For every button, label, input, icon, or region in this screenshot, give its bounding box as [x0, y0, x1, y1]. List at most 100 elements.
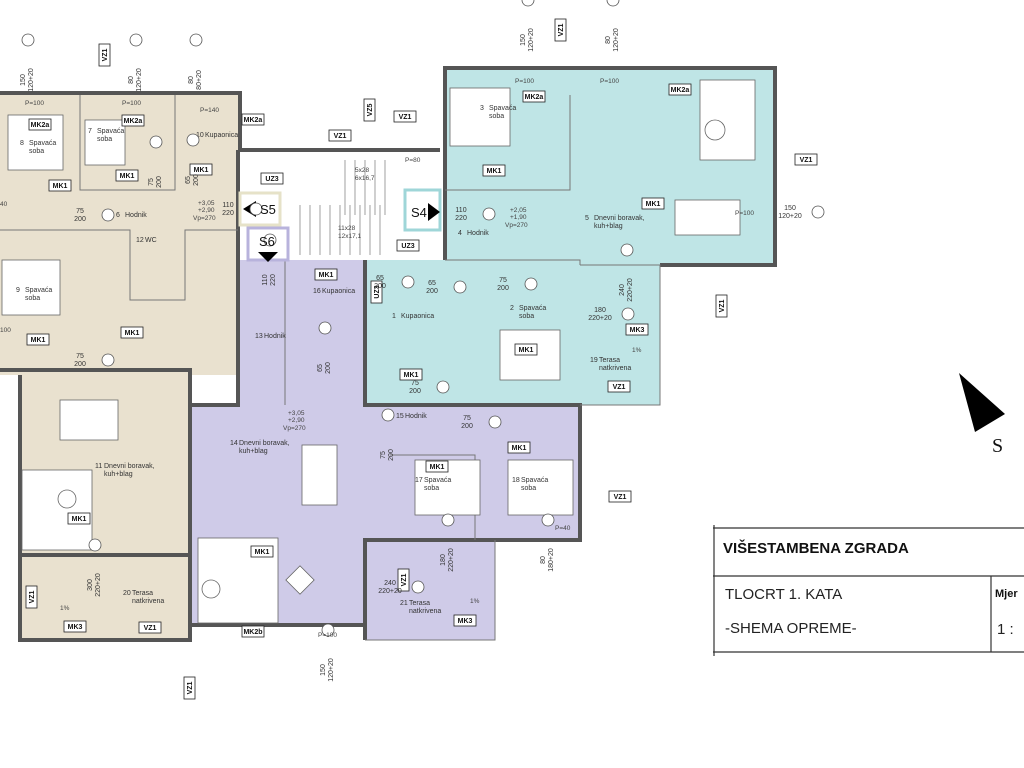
fixture-circle-icon: [101, 353, 115, 367]
tag-label: MK2a: [671, 87, 690, 94]
dimension-height: 120+20: [28, 68, 35, 92]
terrace-edge: [580, 264, 661, 406]
tag-label: MK3: [458, 618, 473, 625]
tag-box: [138, 621, 162, 634]
section-s5-frame: [238, 191, 282, 227]
equipment-tag: MK1: [48, 179, 72, 192]
equipment-tag: MK2a: [668, 83, 692, 96]
equipment-tag: MK2a: [28, 118, 52, 131]
tag-box: [67, 512, 91, 525]
tag-label: VZ1: [558, 23, 565, 36]
fixture-circle-icon: [321, 623, 335, 637]
room-number: 10: [196, 132, 204, 139]
annotation-note: 5x28: [355, 167, 369, 174]
tag-box: [363, 98, 376, 122]
dimension-width: 75: [76, 353, 84, 360]
tag-box: [115, 169, 139, 182]
equipment-tag: MK1: [641, 197, 665, 210]
room-name: Spavaća: [489, 105, 516, 112]
room-name: Spavaća: [521, 477, 548, 484]
dimension-height: 120+20: [528, 28, 535, 52]
room-number: 21: [400, 600, 408, 607]
tag-label: MK2a: [525, 94, 544, 101]
room-subtitle: natkrivena: [409, 608, 441, 615]
fixture-circle-icon: [521, 0, 535, 7]
room-subtitle: soba: [521, 485, 536, 492]
annotation-note: P=100: [122, 100, 141, 107]
exterior-wall: [443, 66, 777, 267]
level-floor: +2,90: [198, 207, 215, 214]
level-floor: +2,90: [288, 417, 305, 424]
dimension-height: 200: [426, 288, 438, 295]
dimension-height: 120+20: [778, 213, 802, 220]
tag-label: UZ3: [374, 285, 381, 298]
equipment-tag: VZ1: [608, 490, 632, 503]
tag-box: [641, 197, 665, 210]
tag-label: VZ1: [29, 590, 36, 603]
room-number: 1: [392, 313, 396, 320]
exterior-wall: [18, 375, 365, 642]
dimension-width: 150: [320, 664, 327, 676]
dimension-width: 65: [376, 275, 384, 282]
equipment-tag: VZ1: [607, 380, 631, 393]
room-name: Hodnik: [467, 230, 489, 237]
level-floor: +1,90: [510, 214, 527, 221]
tag-box: [607, 380, 631, 393]
fixture-circle-icon: [263, 233, 277, 247]
room-name: Dnevni boravak,: [239, 440, 290, 447]
tag-box: [183, 676, 196, 700]
tag-label: MK1: [404, 372, 419, 379]
dimension-height: 220+20: [95, 573, 102, 597]
dimension-height: 120+20: [136, 68, 143, 92]
dimension-height: 220+20: [448, 548, 455, 572]
title-block-frame: [713, 525, 1024, 656]
interior-wall: [445, 95, 571, 191]
room-subtitle: soba: [97, 136, 112, 143]
tag-label: MK1: [255, 549, 270, 556]
fixture-circle-icon: [149, 135, 163, 149]
tag-box: [794, 153, 818, 166]
tag-label: VZ1: [334, 133, 347, 140]
compass-label: S: [992, 435, 1003, 457]
arrow-right-icon: [428, 203, 440, 221]
fixture-circle-icon: [524, 277, 538, 291]
tag-box: [397, 568, 410, 592]
dimension-width: 80: [128, 76, 135, 84]
dimension-height: 120+20: [328, 658, 335, 682]
room-subtitle: natkrivena: [599, 365, 631, 372]
dimension-width: 65: [317, 364, 324, 372]
interior-wall: [445, 259, 581, 265]
equipment-tag: UZ3: [260, 172, 284, 185]
furniture: [1, 79, 756, 624]
annotation-note: 11x28: [338, 225, 356, 232]
tag-label: MK1: [31, 337, 46, 344]
fixture-circle-icon: [441, 513, 455, 527]
tag-box: [370, 280, 383, 304]
room-name: Spavaća: [519, 305, 546, 312]
tag-box: [507, 441, 531, 454]
tag-label: MK3: [630, 327, 645, 334]
equipment-tag: MK2a: [241, 113, 265, 126]
interior-wall: [363, 260, 582, 640]
tag-label: VZ1: [719, 299, 726, 312]
room-number: 2: [510, 305, 514, 312]
tag-label: MK1: [120, 173, 135, 180]
dimension-height: 220: [270, 274, 277, 286]
room-name: Dnevni boravak,: [594, 215, 645, 222]
tag-box: [482, 164, 506, 177]
tag-label: MK1: [646, 201, 661, 208]
annotation-note: 100: [0, 327, 11, 334]
room-name: Spavaća: [97, 128, 124, 135]
dimension-height: 80+20: [196, 70, 203, 90]
